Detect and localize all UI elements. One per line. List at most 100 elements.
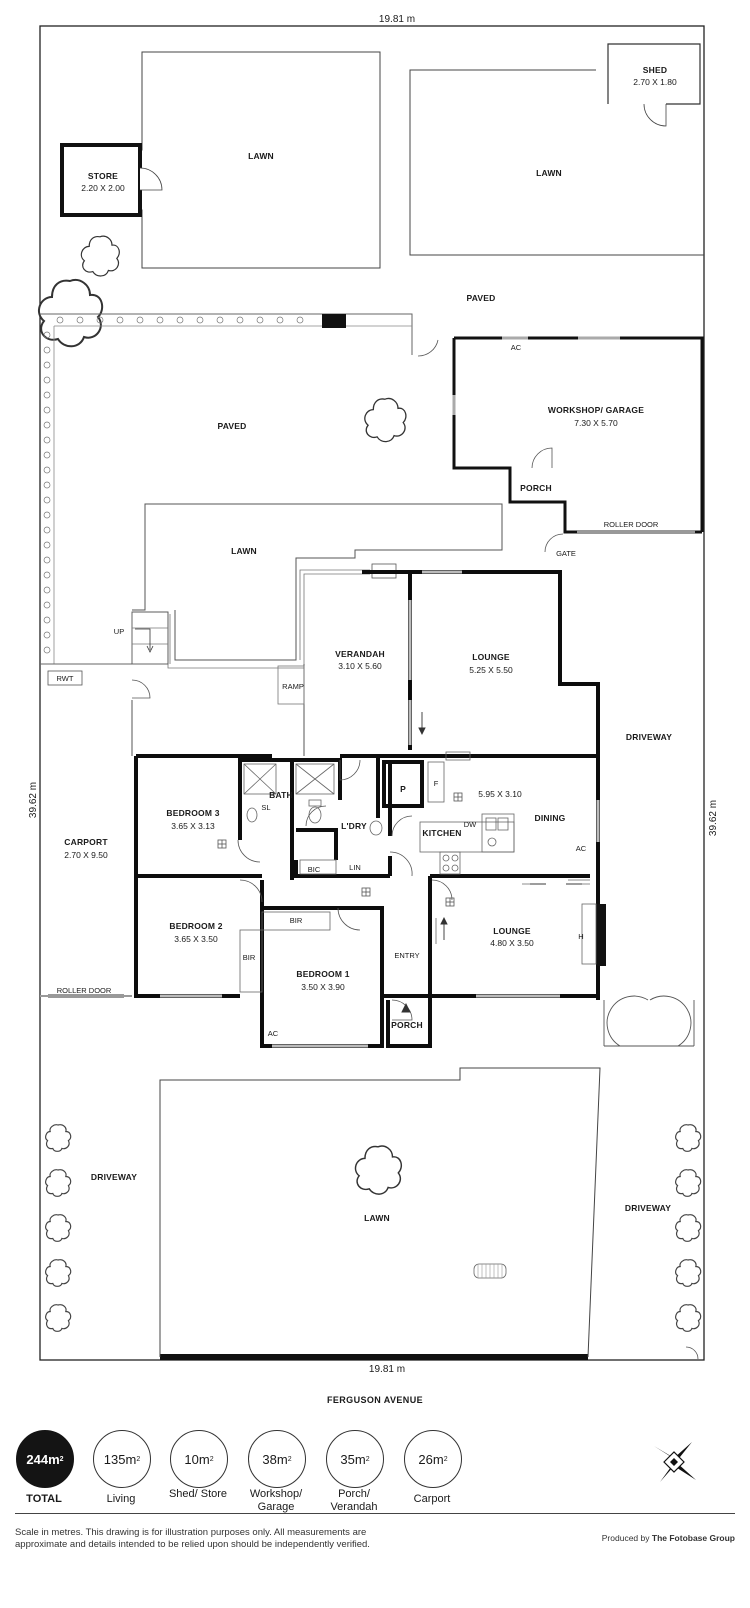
interior-fixtures [239,751,597,993]
street-name: FERGUSON AVENUE [327,1395,423,1405]
room-label: ENTRY [394,951,419,960]
room-label: LAWN [536,168,562,178]
fixture-label: SL [261,803,270,812]
area-unit: 2 [209,1455,214,1463]
fixture-label: RWT [57,674,74,683]
room-dimensions: 2.70 X 1.80 [633,77,677,87]
fixture-label: ROLLER DOOR [604,520,659,529]
room-label: PORCH [391,1020,423,1030]
room-label: PAVED [466,293,495,303]
verandah-area [277,664,305,756]
room-dimensions: 7.30 X 5.70 [574,418,618,428]
fixture-label: RAMP [282,682,304,691]
tree-icon [364,397,407,443]
disclaimer: Scale in metres. This drawing is for ill… [15,1527,370,1550]
room-dimensions: 4.80 X 3.50 [490,938,534,948]
workshop-garage-building [452,336,704,553]
front-lawn-area [159,1067,699,1360]
area-label: Carport [413,1493,451,1505]
area-label: Workshop/ Garage [249,1488,303,1513]
area-label: TOTAL [26,1493,62,1505]
lawn-top-right-area [409,69,704,256]
fixture-label: DW [464,820,477,829]
room-label: WORKSHOP/ GARAGE [548,405,644,415]
dimension-top: 19.81 m [379,14,415,25]
ceiling-markers [217,792,463,907]
rainwater-tank [47,670,83,686]
lawn-top-left-area [140,51,381,269]
stairs [131,611,169,665]
dimension-right: 39.62 m [708,800,719,836]
fixture-label: H [578,932,583,941]
front-gates [603,995,695,1047]
fixture-label: BIR [243,953,256,962]
fixture-label: GATE [556,549,576,558]
area-label: Shed/ Store [168,1488,228,1500]
fixture-label: BIR [290,916,303,925]
room-label: STORE [88,171,118,181]
fixture-label: AC [268,1029,279,1038]
area-label: Porch/ Verandah [330,1488,378,1513]
room-label: PAVED [217,421,246,431]
area-value: 35m [340,1451,366,1467]
fixture-label: LIN [349,863,361,872]
producer-name: The Fotobase Group [651,1533,735,1543]
room-label: LOUNGE [493,926,531,936]
windows [160,570,600,1048]
arrows [401,712,582,1013]
producer-prefix: Produced by [601,1533,650,1543]
room-label: DINING [535,813,566,823]
room-label: PORCH [520,483,552,493]
area-unit: 2 [443,1455,448,1463]
tree-icon [80,235,120,277]
shed-building [607,43,701,127]
room-label: BEDROOM 2 [169,921,222,931]
room-dimensions: 3.10 X 5.60 [338,661,382,671]
area-unit: 2 [287,1455,292,1463]
room-dimensions: 5.25 X 5.50 [469,665,513,675]
fixture-label: AC [511,343,522,352]
floor-plan: 19.81 m 19.81 m 39.62 m 39.62 m SHED 2.7… [28,14,719,1405]
area-value: 244m [26,1451,60,1467]
tree-icon [37,278,104,348]
fixture-label: ROLLER DOOR [57,986,112,995]
area-unit: 2 [59,1455,64,1463]
area-label: Living [106,1493,136,1505]
room-label: L'DRY [341,821,367,831]
room-dimensions: 3.65 X 3.50 [174,934,218,944]
dimension-bottom: 19.81 m [369,1364,405,1375]
fixture-label: P [400,784,406,794]
area-unit: 2 [365,1455,370,1463]
room-label: LAWN [248,151,274,161]
fixture-label: AC [576,844,587,853]
producer-credit: Produced by The Fotobase Group [602,1533,735,1543]
room-label: BEDROOM 1 [296,969,349,979]
room-label: LAWN [364,1213,390,1223]
room-label: LOUNGE [472,652,510,662]
area-value: 10m [184,1451,210,1467]
compass-icon [654,1442,696,1482]
fixture-label: BIC [308,865,321,874]
room-label: BEDROOM 3 [166,808,219,818]
room-dimensions: 5.95 X 3.10 [478,789,522,799]
tree-icon [354,1145,403,1195]
area-value: 26m [418,1451,444,1467]
footer: Scale in metres. This drawing is for ill… [0,1513,750,1608]
room-label: DRIVEWAY [625,1203,671,1213]
carport-area [40,679,151,998]
hedge-right [675,1124,702,1332]
room-label: SHED [643,65,667,75]
room-label: CARPORT [64,837,108,847]
room-dimensions: 3.65 X 3.13 [171,821,215,831]
area-value: 135m [103,1451,137,1467]
room-label: DRIVEWAY [91,1172,137,1182]
store-building [60,143,163,217]
hedge-left [45,1124,72,1332]
